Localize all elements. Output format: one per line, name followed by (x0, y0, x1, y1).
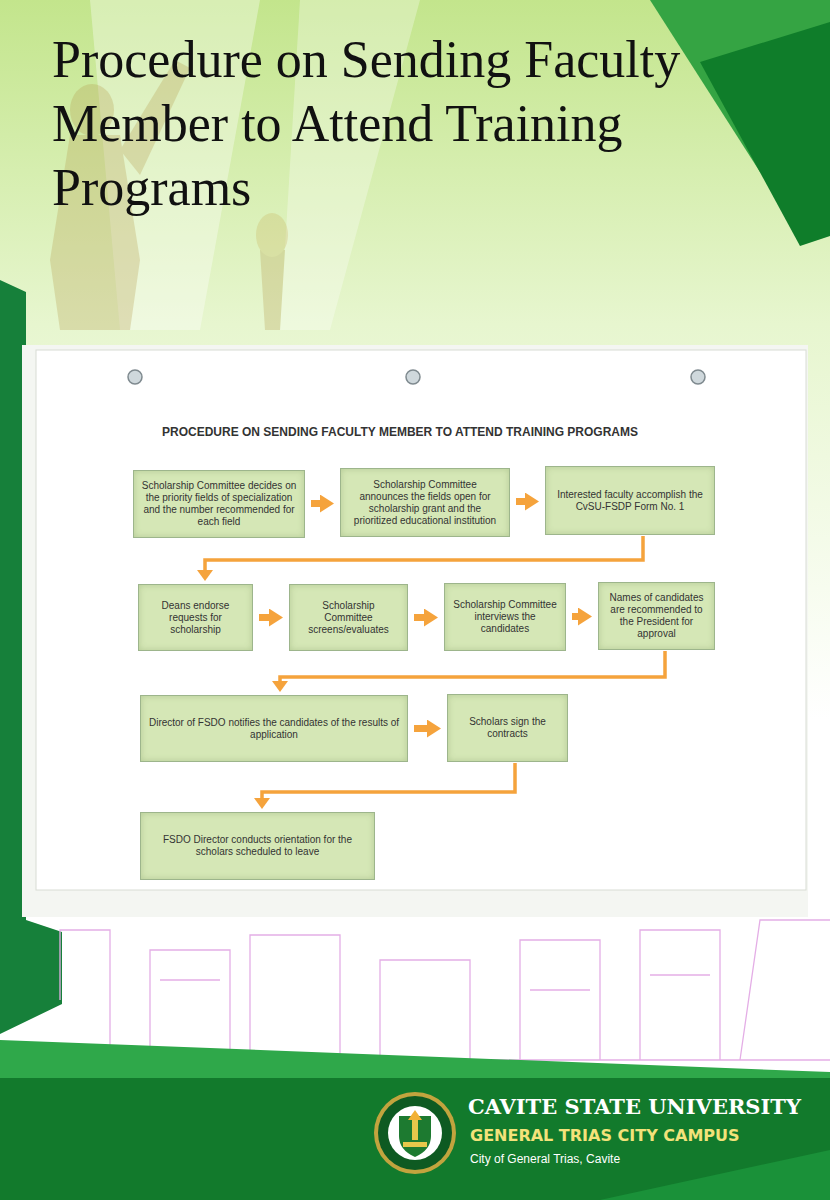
university-logo (374, 1092, 456, 1174)
punch-hole (691, 370, 705, 384)
process-box: Scholars sign the contracts (447, 694, 568, 762)
box-text: Scholarship Committee screens/evaluates (297, 600, 400, 636)
process-box: Director of FSDO notifies the candidates… (140, 695, 408, 762)
campus-address: City of General Trias, Cavite (470, 1152, 620, 1166)
process-box: Scholarship Committee decides on the pri… (133, 470, 305, 538)
chart-heading: PROCEDURE ON SENDING FACULTY MEMBER TO A… (162, 425, 638, 439)
process-box: Interested faculty accomplish the CvSU-F… (545, 466, 715, 535)
flow-connector (280, 651, 665, 681)
corner-shape (700, 22, 830, 246)
paper-sheet (36, 350, 806, 890)
building-sketch (60, 920, 830, 1060)
box-text: Deans endorse requests for scholarship (146, 600, 245, 636)
paper-panel (22, 345, 808, 917)
box-text: Interested faculty accomplish the CvSU-F… (553, 489, 707, 513)
process-box: Names of candidates are recommended to t… (598, 582, 715, 650)
box-text: Names of candidates are recommended to t… (606, 592, 707, 640)
process-box: Deans endorse requests for scholarship (138, 584, 253, 651)
box-text: FSDO Director conducts orientation for t… (148, 834, 367, 858)
process-box: Scholarship Committee announces the fiel… (340, 468, 510, 537)
flow-arrow (572, 613, 578, 620)
flow-arrow (311, 500, 320, 507)
flow-arrow (259, 614, 269, 621)
flow-arrow (414, 614, 424, 621)
process-box: Scholarship Committee interviews the can… (444, 583, 566, 651)
box-text: Scholarship Committee announces the fiel… (348, 479, 502, 527)
flow-arrow (516, 498, 525, 505)
flow-arrow (414, 725, 427, 732)
box-text: Director of FSDO notifies the candidates… (148, 717, 400, 741)
flow-connector (262, 763, 515, 798)
campus-name: GENERAL TRIAS CITY CAMPUS (470, 1126, 740, 1145)
box-text: Scholars sign the contracts (455, 716, 560, 740)
box-text: Scholarship Committee decides on the pri… (141, 480, 297, 528)
punch-hole (128, 370, 142, 384)
process-box: FSDO Director conducts orientation for t… (140, 812, 375, 880)
process-box: Scholarship Committee screens/evaluates (289, 584, 408, 651)
box-text: Scholarship Committee interviews the can… (452, 599, 558, 635)
flow-connector (205, 536, 643, 570)
university-name: CAVITE STATE UNIVERSITY (468, 1094, 801, 1119)
footer-accent (600, 1150, 830, 1200)
footer-band (0, 1078, 830, 1200)
page-title: Procedure on Sending Faculty Member to A… (52, 28, 802, 220)
punch-hole (406, 370, 420, 384)
